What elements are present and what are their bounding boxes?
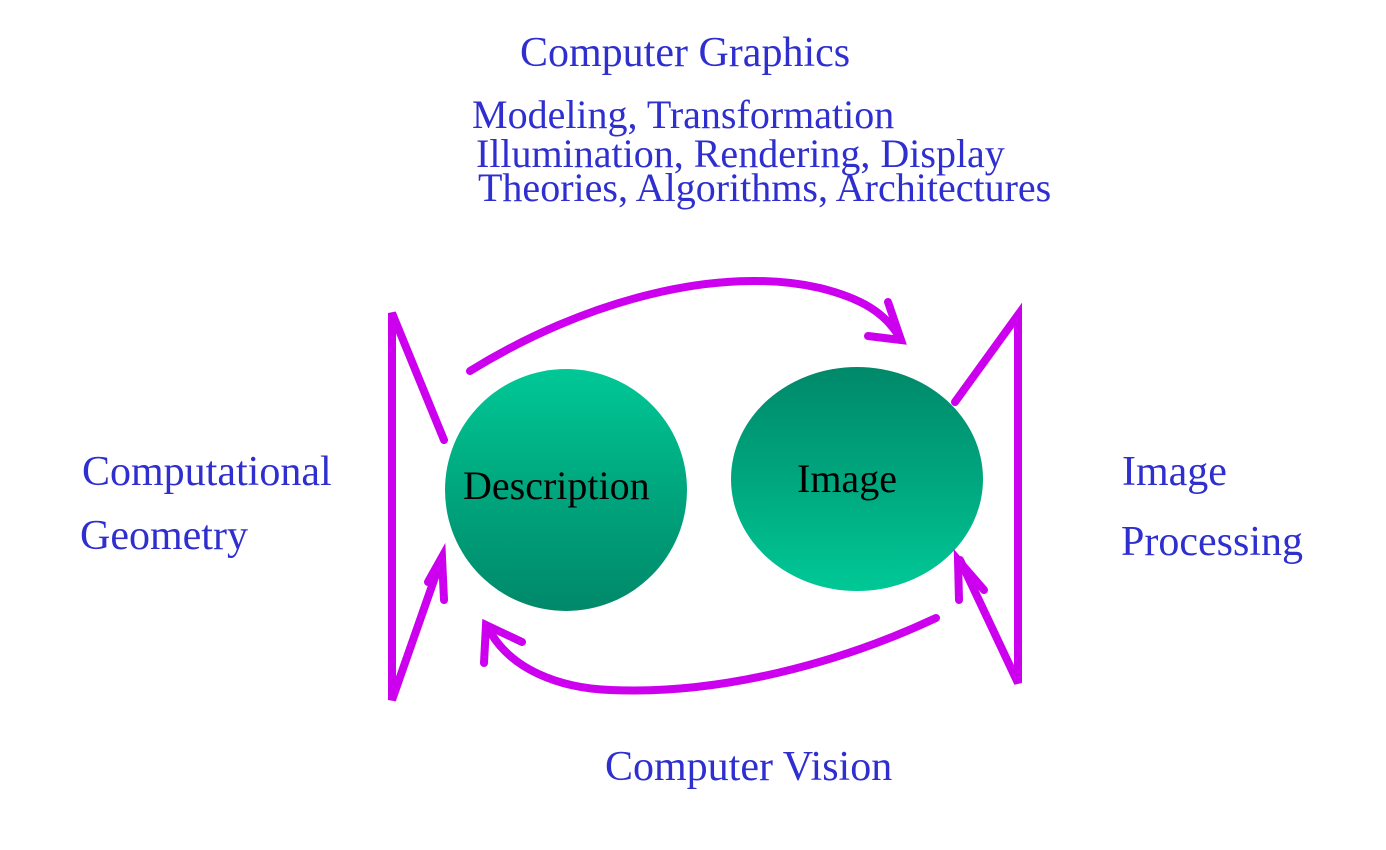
left-label-line2: Geometry <box>80 513 248 559</box>
right-label-line1: Image <box>1122 449 1227 495</box>
geometry-loop <box>388 311 448 702</box>
vision-arrowhead <box>480 618 526 667</box>
image-circle <box>731 367 983 591</box>
graphics-arrow <box>466 276 904 375</box>
subtitle-line-illumination: Illumination, Rendering, Display <box>476 131 1005 176</box>
image-label: Image <box>797 456 897 501</box>
left-label-line1: Computational <box>82 449 332 495</box>
graphics-arrowhead <box>864 298 907 345</box>
vision-arrow <box>484 614 940 695</box>
description-circle <box>445 369 687 611</box>
subtitle-line-theories: Theories, Algorithms, Architectures <box>478 165 1051 210</box>
processing-arrowhead <box>953 548 988 604</box>
description-label: Description <box>463 463 650 508</box>
geometry-arrowhead <box>424 542 448 604</box>
right-label-line2: Processing <box>1121 519 1303 565</box>
bottom-label: Computer Vision <box>605 744 892 790</box>
title-computer-graphics: Computer Graphics <box>520 30 850 76</box>
arrows <box>388 276 1022 702</box>
subtitle-line-modeling: Modeling, Transformation <box>472 92 894 137</box>
processing-loop <box>951 302 1022 685</box>
